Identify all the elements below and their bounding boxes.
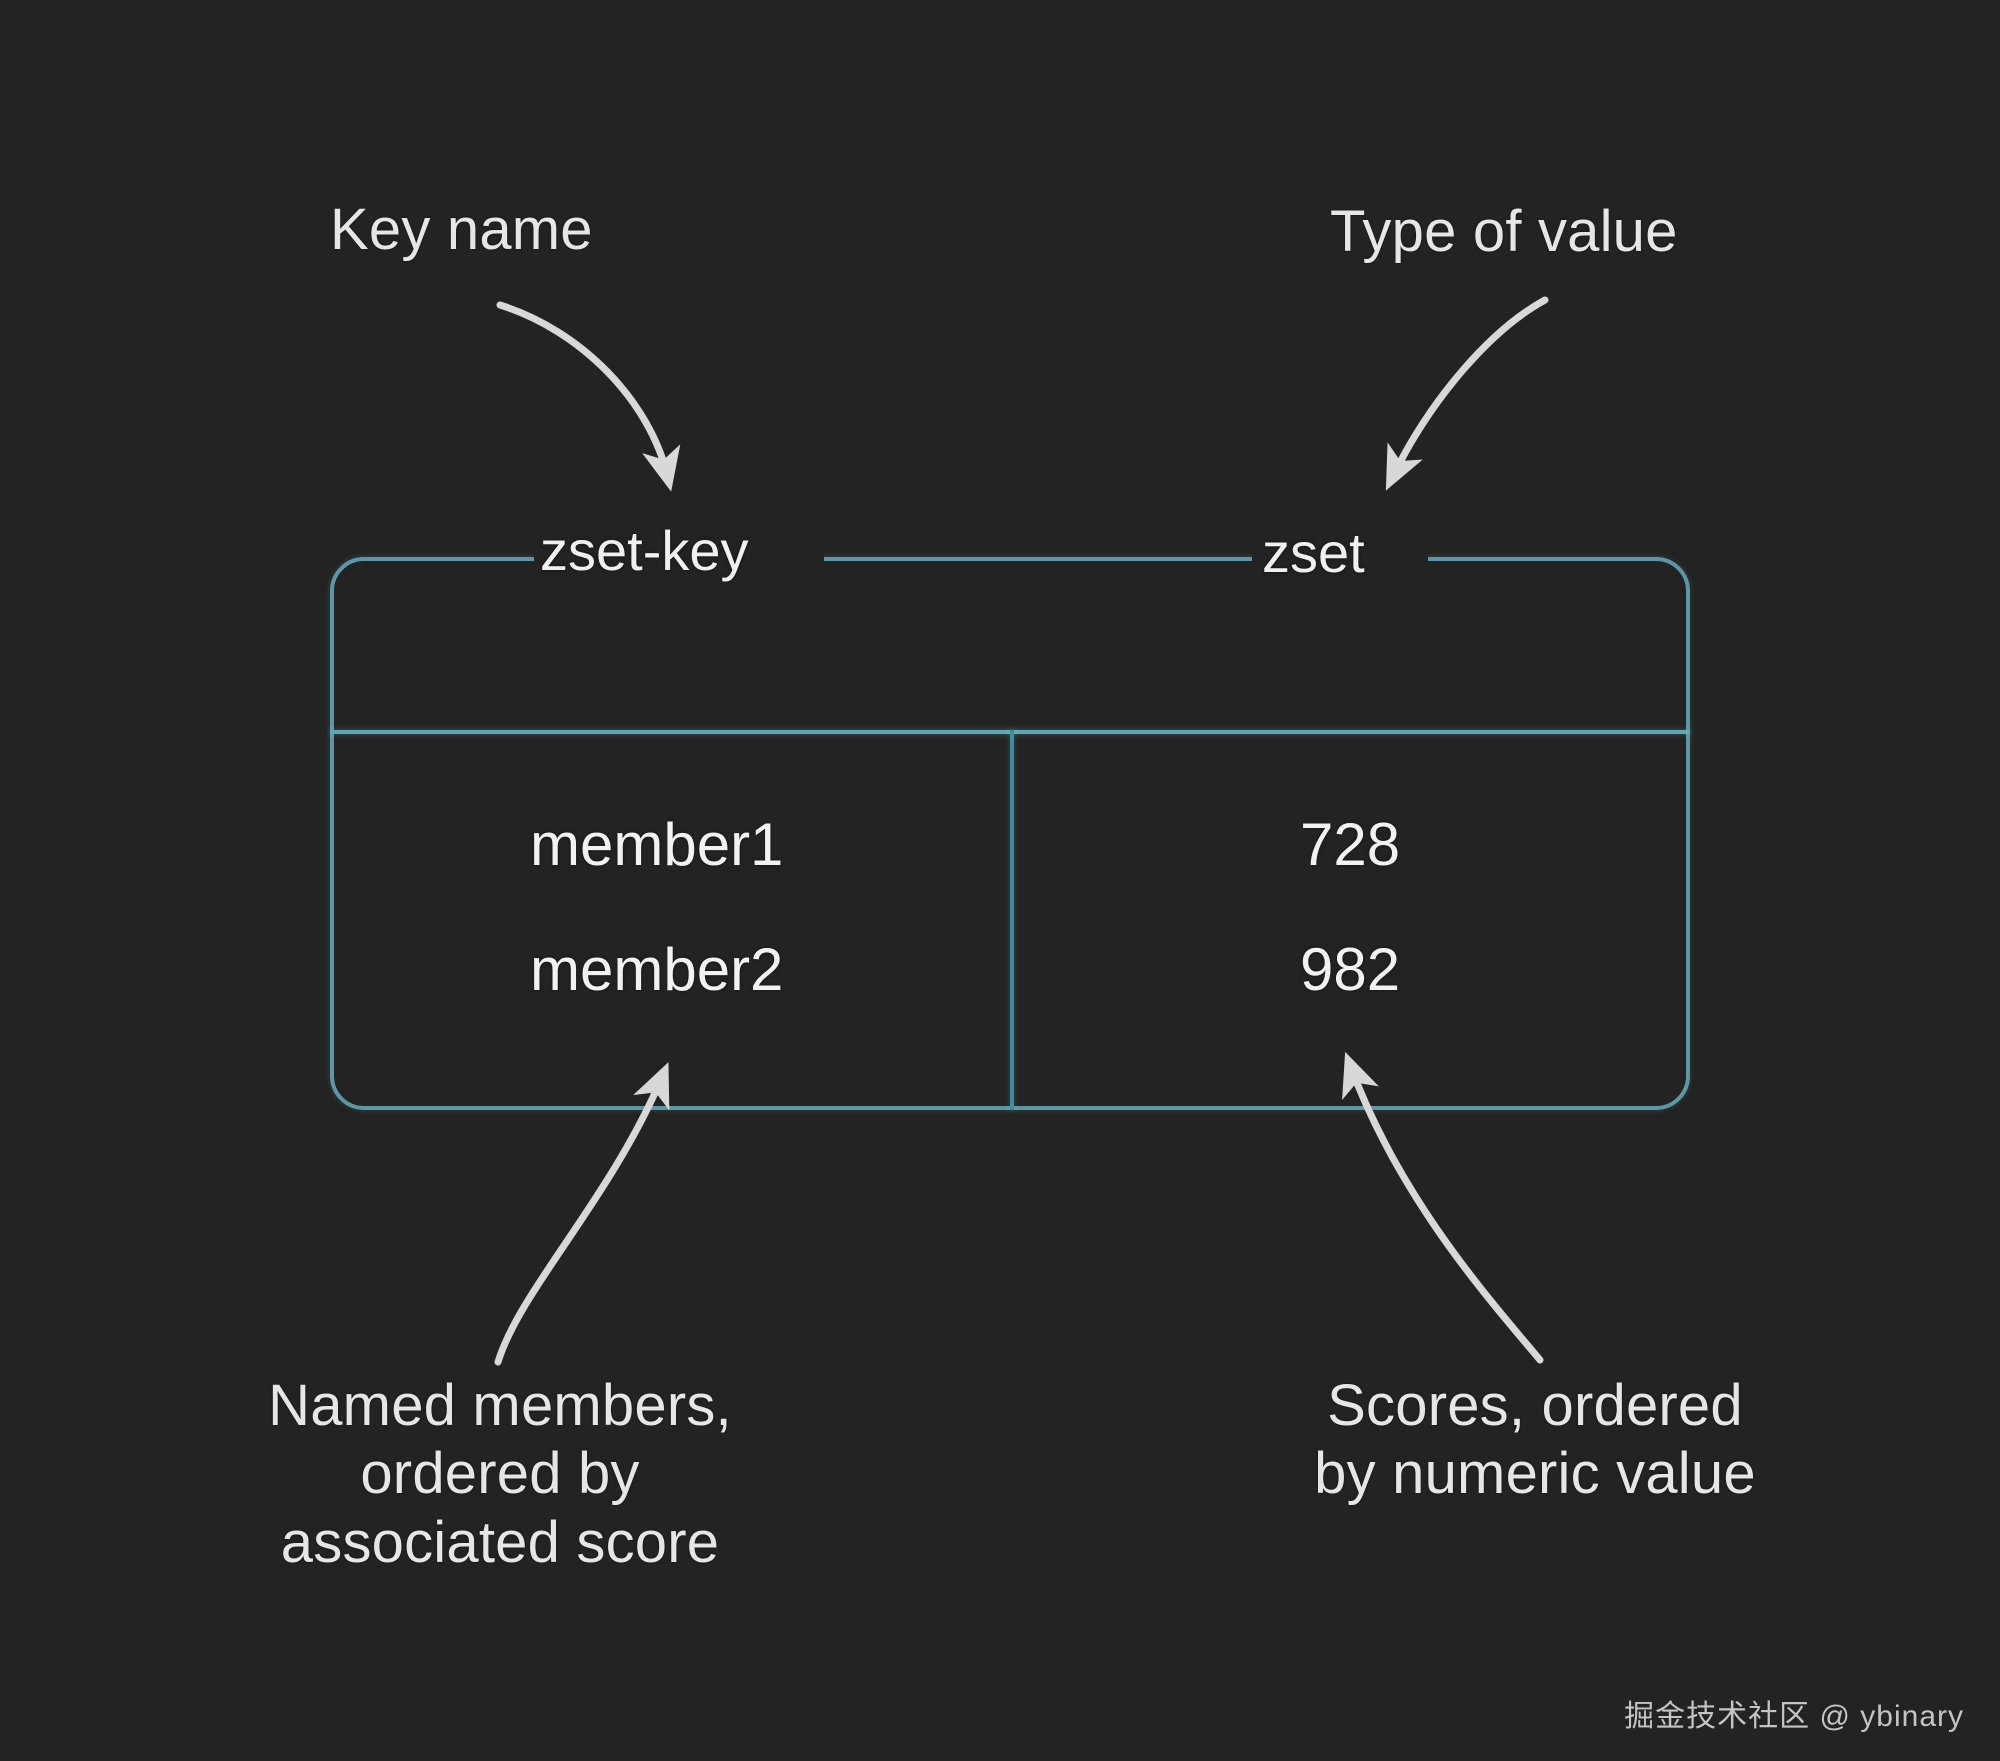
arrow-key-name	[496, 301, 681, 492]
arrow-named-members	[494, 1062, 670, 1366]
annotation-key-name: Key name	[330, 197, 593, 262]
box-legend-key-name: zset-key	[540, 519, 749, 582]
legend-gap-right	[1252, 547, 1428, 575]
watermark: 掘金技术社区 @ ybinary	[1624, 1700, 1964, 1733]
annotation-named-members-line-2: ordered by	[360, 1441, 640, 1507]
annotation-named-members: Named members, ordered by associated sco…	[190, 1372, 810, 1577]
annotation-type-of-value: Type of value	[1330, 199, 1678, 264]
table-cell-member: member1	[530, 811, 784, 878]
annotation-named-members-line-3: associated score	[280, 1509, 720, 1575]
member-score-column-divider	[1010, 730, 1014, 1110]
annotation-scores-line-1: Scores, ordered	[1327, 1373, 1743, 1438]
legend-gap-left	[534, 547, 824, 575]
annotation-scores: Scores, ordered by numeric value	[1245, 1372, 1825, 1509]
table-cell-score: 982	[1300, 936, 1401, 1003]
arrow-type-of-value	[1385, 296, 1549, 491]
table-cell-score: 728	[1300, 811, 1401, 878]
box-legend-value-type: zset	[1262, 521, 1365, 584]
table-cell-member: member2	[530, 936, 784, 1003]
annotation-scores-line-2: by numeric value	[1314, 1441, 1756, 1507]
annotation-named-members-line-1: Named members,	[268, 1373, 732, 1438]
